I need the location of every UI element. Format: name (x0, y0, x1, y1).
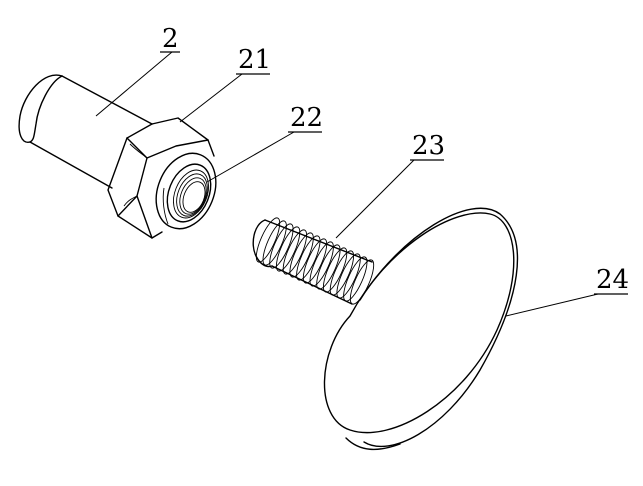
stud-thread-ring (296, 235, 321, 281)
stud-thread-ring (343, 256, 368, 302)
part-24-disc-head (323, 207, 519, 451)
label-part-22: 22 (290, 103, 323, 133)
leader-23 (335, 159, 415, 239)
leader-24 (505, 293, 599, 317)
label-part-23: 23 (412, 131, 445, 161)
stud-thread-ring (322, 247, 348, 293)
part-labels: 2 21 22 23 24 (160, 24, 629, 295)
stud-thread-rings (255, 217, 375, 305)
label-part-21: 21 (238, 45, 271, 75)
stud-thread-ring (329, 250, 355, 296)
leader-21 (179, 73, 243, 123)
stud-thread-ring (275, 226, 301, 272)
label-part-24: 24 (596, 265, 629, 295)
part-21-hex-nut (107, 117, 215, 239)
stud-thread-ring (289, 232, 314, 278)
leader-2 (95, 51, 173, 117)
leader-22 (206, 131, 295, 183)
stud-thread-ring (349, 259, 375, 305)
stud-thread-ring (282, 229, 308, 275)
stud-thread-ring (255, 217, 281, 263)
stud-thread-ring (309, 241, 334, 287)
stud-thread-ring (269, 223, 294, 269)
stud-thread-ring (262, 220, 287, 266)
stud-thread-ring (316, 244, 341, 290)
leader-lines (95, 51, 599, 317)
part-22-internal-thread (155, 152, 217, 230)
label-part-2: 2 (162, 24, 179, 54)
stud-thread-ring (336, 253, 361, 299)
part-2-cylinder-body (18, 74, 153, 189)
part-23-threaded-stud (252, 217, 375, 305)
stud-thread-ring (302, 238, 328, 284)
